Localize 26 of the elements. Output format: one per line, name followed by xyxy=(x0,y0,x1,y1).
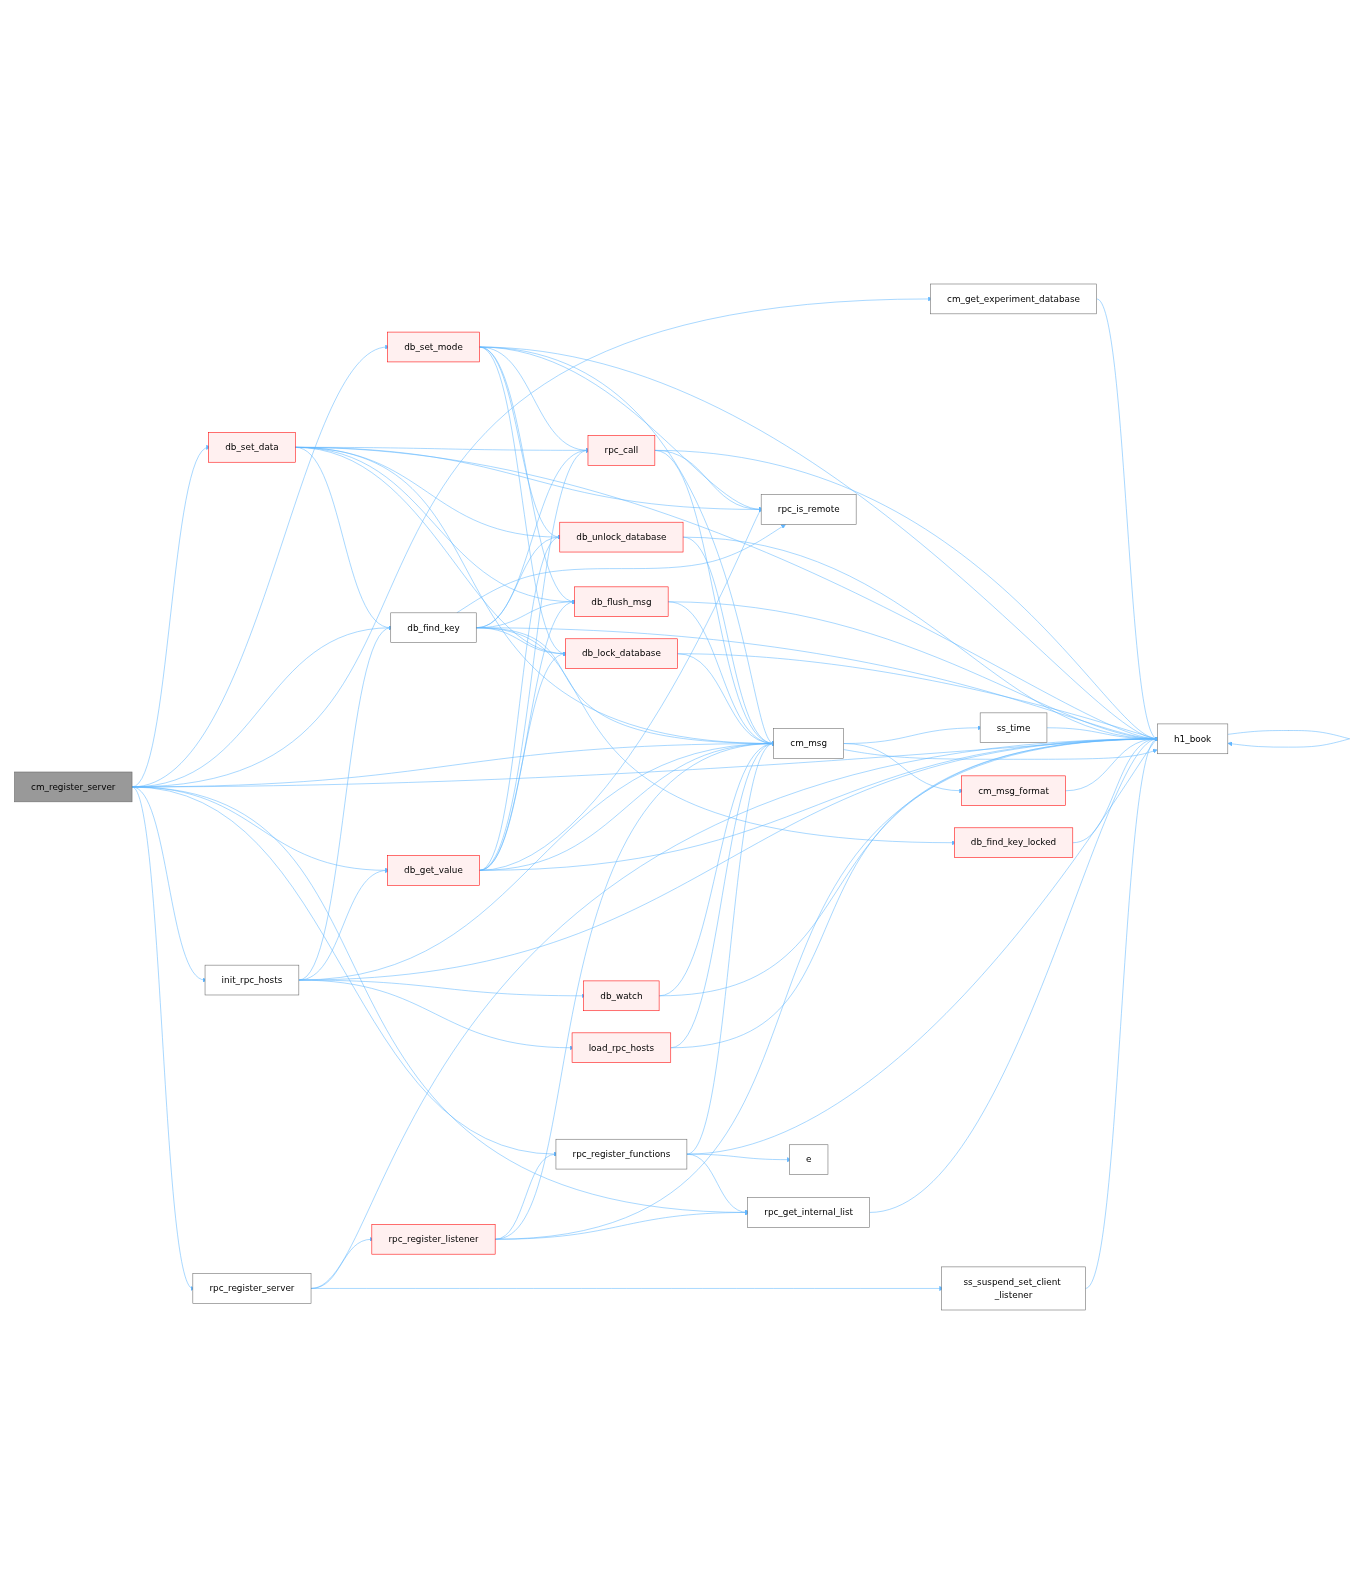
node-box: db_find_key_locked xyxy=(954,827,1074,858)
node-box: e xyxy=(789,1144,829,1175)
node-box: rpc_is_remote xyxy=(760,494,857,525)
node-box: db_get_value xyxy=(387,855,480,886)
node-box: rpc_get_internal_list xyxy=(747,1197,870,1228)
node-box: load_rpc_hosts xyxy=(571,1032,672,1063)
node-box: h1_book xyxy=(1157,723,1229,755)
node-box: db_set_data xyxy=(208,432,296,463)
node-box: db_find_key xyxy=(390,612,477,643)
node-box: rpc_register_listener xyxy=(371,1224,496,1255)
node-box: rpc_register_server xyxy=(192,1273,312,1304)
node-box: rpc_register_functions xyxy=(555,1138,688,1170)
node-box: db_flush_msg xyxy=(574,586,669,617)
node-box: rpc_call xyxy=(587,435,656,466)
node-box: db_lock_database xyxy=(565,638,678,669)
node-box: init_rpc_hosts xyxy=(204,964,300,996)
node-box: cm_register_server xyxy=(14,771,133,803)
node-box: cm_get_experiment_database xyxy=(930,283,1097,315)
node-box: db_watch xyxy=(583,980,660,1011)
node-box: cm_msg_format xyxy=(961,775,1066,806)
node-box: ss_time xyxy=(979,712,1048,743)
node-box: cm_msg xyxy=(773,728,844,759)
arrow xyxy=(1227,730,1350,748)
node-box: ss_suspend_set_client _listener xyxy=(941,1266,1086,1311)
node-box: db_set_mode xyxy=(387,331,480,363)
node-box: db_unlock_database xyxy=(559,521,684,553)
